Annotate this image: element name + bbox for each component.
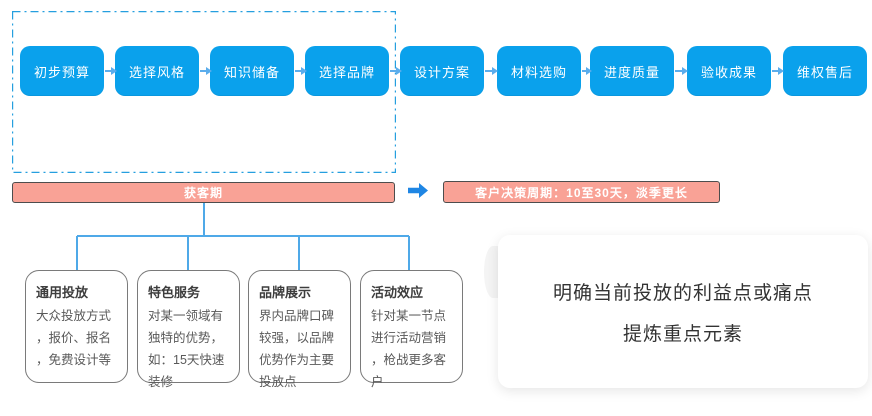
decision-period-bar: 客户决策周期：10至30天，淡季更长 (443, 181, 720, 203)
connector-line (203, 203, 205, 236)
note-card: 明确当前投放的利益点或痛点 提炼重点元素 (498, 235, 868, 388)
connector-line (408, 236, 410, 271)
connector-line (76, 236, 78, 271)
channel-desc: 对某一领域有独特的优势，如：15天快速装修 (148, 309, 225, 389)
flow-arrow-icon (485, 67, 498, 75)
channel-desc: 大众投放方式，报价、报名，免费设计等 (36, 309, 112, 367)
note-line-1: 明确当前投放的利益点或痛点 (552, 282, 813, 304)
channel-card-activity: 活动效应 针对某一节点进行活动营销，枪战更多客户 (360, 270, 463, 389)
flow-arrow-icon (390, 67, 402, 75)
flow-step-design: 设计方案 (400, 46, 484, 96)
flow-step-style: 选择风格 (115, 46, 199, 96)
channel-desc: 界内品牌口碑较强，以品牌优势作为主要投放点 (259, 309, 335, 389)
flow-arrow-icon (295, 67, 307, 75)
flow-arrow-icon (675, 67, 688, 75)
channel-title: 特色服务 (148, 285, 201, 300)
flow-step-acceptance: 验收成果 (687, 46, 771, 96)
flow-arrow-icon (105, 67, 117, 75)
channel-card-general: 通用投放 大众投放方式，报价、报名，免费设计等 (25, 270, 128, 383)
flow-step-label: 设计方案 (413, 64, 470, 80)
flow-step-label: 进度质量 (603, 64, 660, 80)
flow-arrow-icon (582, 67, 592, 75)
flow-step-budget: 初步预算 (20, 46, 104, 96)
flow-step-aftersale: 维权售后 (783, 46, 867, 96)
channel-desc: 针对某一节点进行活动营销，枪战更多客户 (371, 309, 447, 389)
connector-line (298, 236, 300, 271)
channel-card-brand: 品牌展示 界内品牌口碑较强，以品牌优势作为主要投放点 (248, 270, 351, 389)
decision-period-label: 客户决策周期：10至30天，淡季更长 (475, 185, 688, 200)
connector-line (77, 235, 409, 237)
flow-step-knowledge: 知识储备 (210, 46, 294, 96)
flow-step-brand: 选择品牌 (305, 46, 389, 96)
channel-card-special: 特色服务 对某一领域有独特的优势，如：15天快速装修 (137, 270, 240, 389)
right-arrow-icon (408, 183, 428, 198)
phase-bar: 获客期 (12, 182, 395, 203)
flow-step-materials: 材料选购 (497, 46, 581, 96)
flow-step-label: 初步预算 (33, 64, 90, 80)
flow-step-label: 维权售后 (796, 64, 853, 80)
phase-bar-label: 获客期 (183, 186, 223, 200)
flow-arrow-icon (772, 67, 784, 75)
channel-title: 通用投放 (36, 285, 89, 300)
connector-line (187, 236, 189, 271)
flow-step-progress: 进度质量 (590, 46, 674, 96)
flow-step-label: 选择品牌 (318, 64, 375, 80)
flow-step-label: 选择风格 (128, 64, 185, 80)
acquisition-zone-dashed-border (12, 11, 396, 173)
channel-title: 品牌展示 (259, 285, 312, 300)
note-line-2: 提炼重点元素 (622, 323, 743, 345)
flow-step-label: 材料选购 (510, 64, 567, 80)
flow-arrow-icon (200, 67, 212, 75)
flow-step-label: 验收成果 (700, 64, 757, 80)
flow-step-label: 知识储备 (223, 64, 280, 80)
note-card-tail (484, 246, 502, 298)
channel-title: 活动效应 (371, 285, 424, 300)
